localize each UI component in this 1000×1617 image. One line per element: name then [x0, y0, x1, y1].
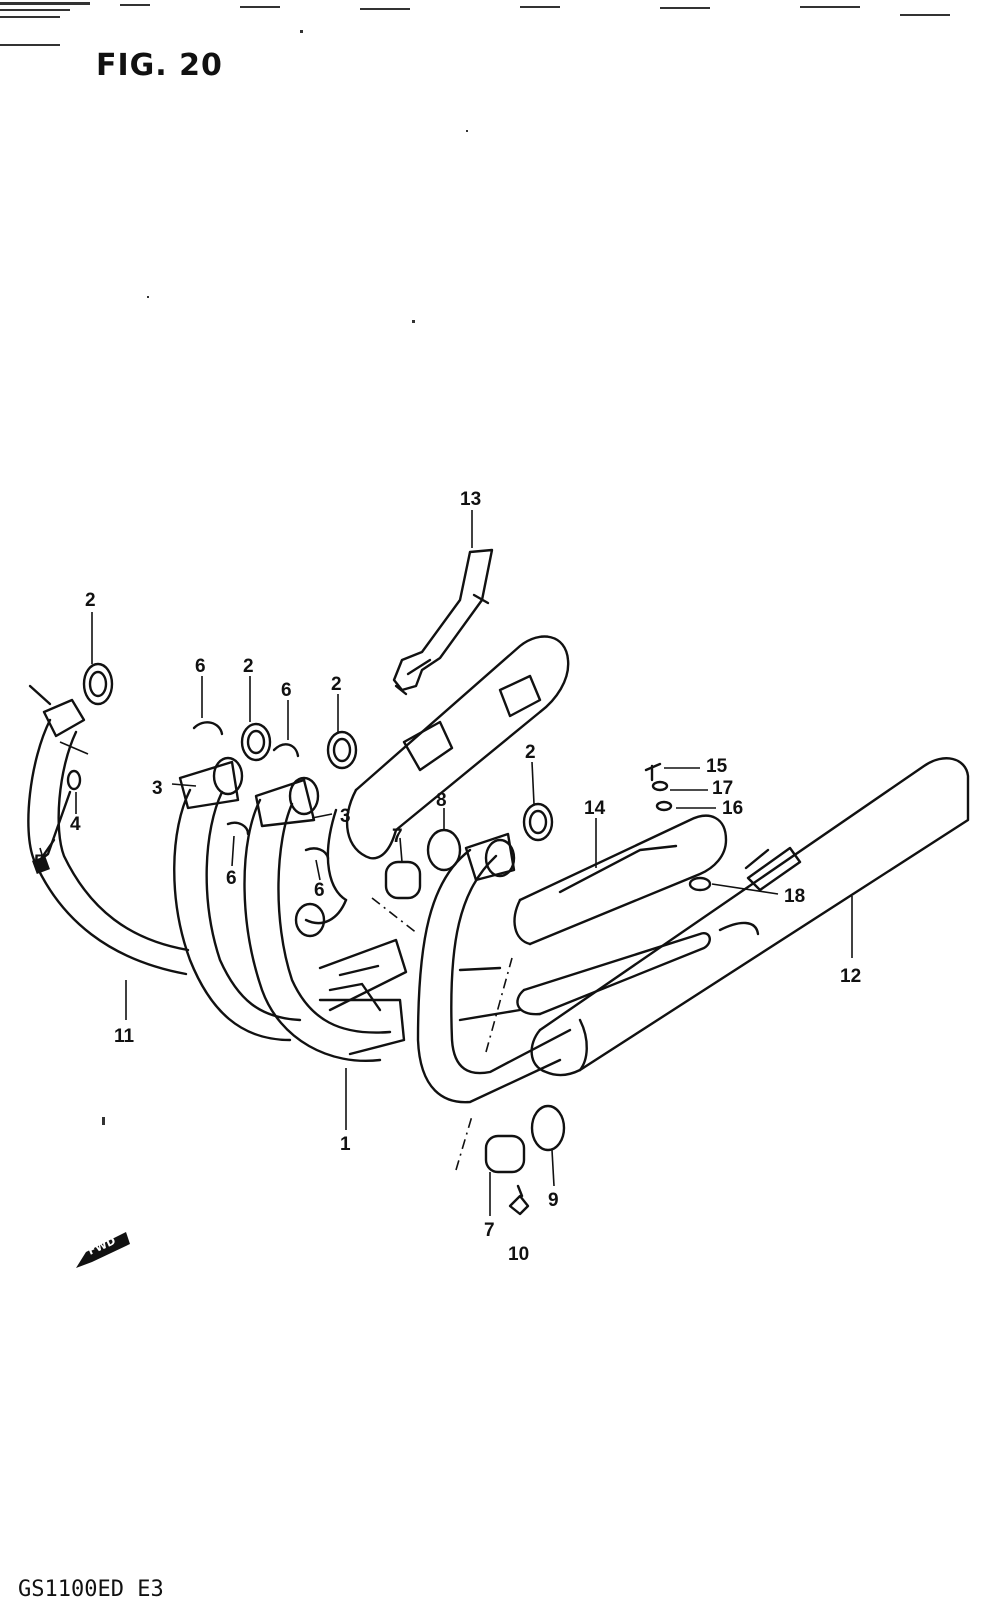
forward-arrow-icon: FWD — [76, 1232, 130, 1268]
callout-16: 16 — [722, 798, 743, 819]
callout-14: 14 — [584, 798, 606, 819]
model-code: GS1100ED E3 — [18, 1577, 164, 1602]
callout-3: 3 — [340, 806, 351, 827]
callout-15: 15 — [706, 756, 728, 777]
bolt-5-and-nut-4 — [32, 769, 82, 874]
callout-1: 1 — [340, 1134, 351, 1155]
callout-8: 8 — [436, 790, 447, 811]
split-rings — [192, 721, 330, 860]
callout-13: 13 — [460, 489, 481, 510]
gaskets — [82, 662, 554, 842]
connecting-pipe-14 — [513, 814, 728, 1016]
callout-10: 10 — [508, 1244, 529, 1265]
exhaust-pipe-11 — [27, 684, 190, 976]
callout-2: 2 — [243, 656, 254, 677]
assembly-guides — [59, 741, 513, 1171]
front-bracket-13 — [392, 548, 494, 696]
callout-17: 17 — [712, 778, 733, 799]
callout-7: 7 — [392, 826, 403, 847]
muffler-bracket — [688, 846, 802, 892]
callout-2: 2 — [525, 742, 536, 763]
exhaust-pipe-1 — [243, 776, 392, 1063]
callout-6: 6 — [195, 656, 206, 677]
callout-3: 3 — [152, 778, 163, 799]
figure-title: FIG. 20 — [96, 48, 223, 83]
left-muffler — [294, 635, 570, 938]
exhaust-pipe-right — [416, 832, 572, 1104]
leader-lines — [39, 510, 853, 1216]
callout-2: 2 — [85, 590, 96, 611]
callout-18: 18 — [784, 886, 805, 907]
callout-12: 12 — [840, 966, 861, 987]
callout-11: 11 — [114, 1026, 135, 1047]
scan-noise — [0, 2, 950, 1125]
callout-6: 6 — [226, 868, 237, 889]
callout-2: 2 — [331, 674, 342, 695]
callout-6: 6 — [314, 880, 325, 901]
callout-6: 6 — [281, 680, 292, 701]
clamps — [384, 828, 566, 1216]
callout-4: 4 — [70, 814, 81, 835]
callout-9: 9 — [548, 1190, 559, 1211]
exhaust-pipe-middle — [173, 756, 302, 1042]
callout-labels: 13 2 6 2 6 2 3 3 4 5 6 6 7 8 2 14 15 17 … — [34, 489, 861, 1265]
callout-5: 5 — [34, 852, 45, 873]
collector-pipe — [318, 938, 408, 1056]
right-muffler-12 — [530, 757, 970, 1077]
callout-7: 7 — [484, 1220, 495, 1241]
bolt-washer-stack — [644, 762, 673, 812]
